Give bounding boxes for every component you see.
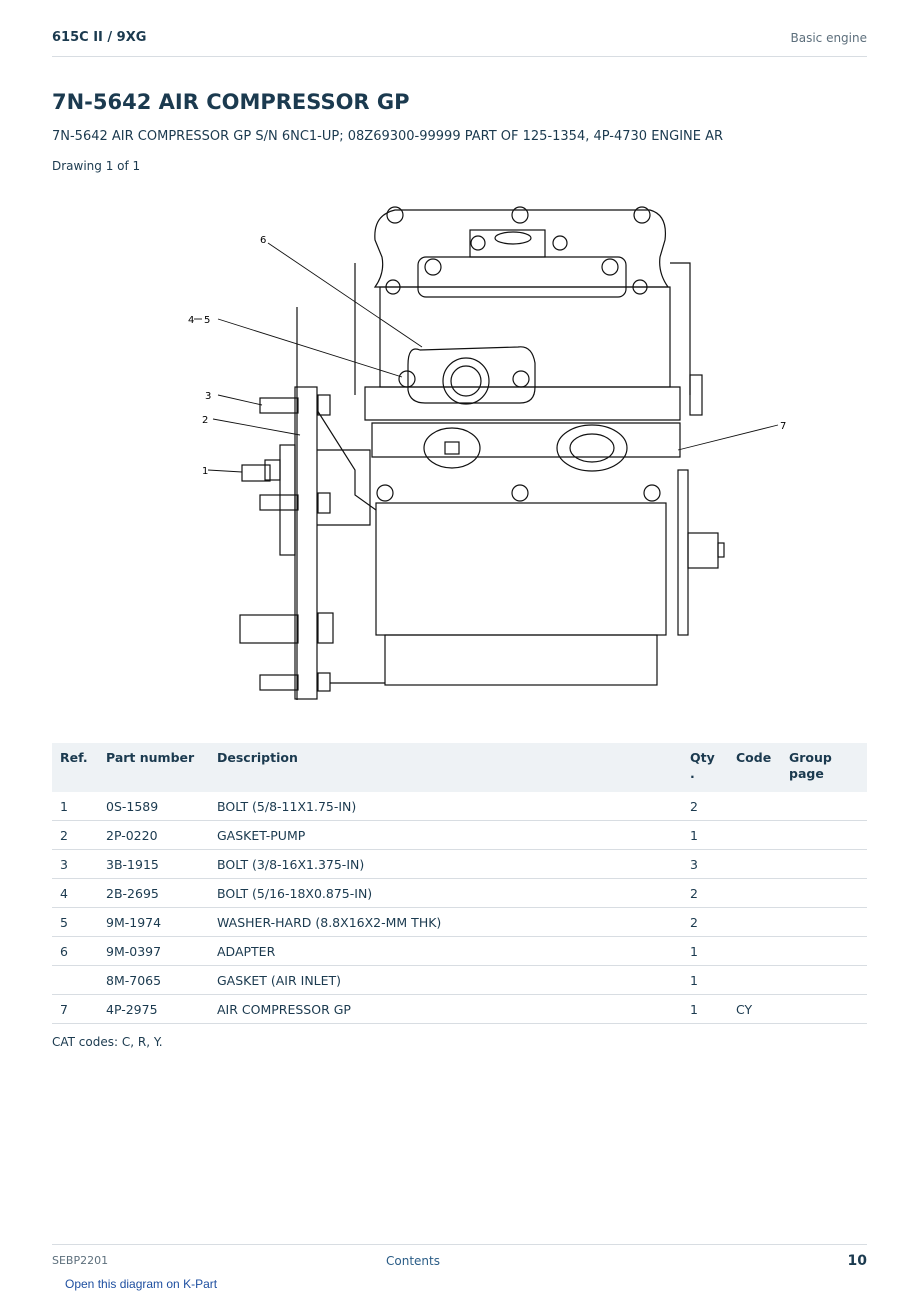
cell-code (728, 907, 781, 937)
callout-4: 4 (188, 315, 194, 326)
table-row: 6 9M-0397 ADAPTER 1 (52, 936, 867, 966)
cell-description: BOLT (5/16-18X0.875-IN) (209, 878, 682, 908)
flange-bolts (239, 394, 334, 692)
cell-group-page (781, 878, 867, 908)
callout-3: 3 (205, 391, 211, 402)
page-number: 10 (847, 1253, 867, 1269)
cell-qty: 2 (682, 792, 728, 821)
kpart-link[interactable]: Open this diagram on K-Part (65, 1277, 218, 1291)
header-part-number: Part number (98, 743, 209, 792)
cell-part-number: 9M-0397 (98, 936, 209, 966)
cell-description: AIR COMPRESSOR GP (209, 994, 682, 1024)
table-row: 7 4P-2975 AIR COMPRESSOR GP 1 CY (52, 994, 867, 1024)
cell-qty: 2 (682, 907, 728, 937)
callout-leaders (194, 242, 779, 473)
cell-code (728, 936, 781, 966)
header-qty-dot: . (690, 766, 695, 781)
cell-ref: 4 (52, 878, 98, 908)
cell-qty: 3 (682, 849, 728, 879)
drawing-count: Drawing 1 of 1 (52, 159, 141, 173)
page-subtitle: 7N-5642 AIR COMPRESSOR GP S/N 6NC1-UP; 0… (52, 129, 724, 144)
table-row: 2 2P-0220 GASKET-PUMP 1 (52, 820, 867, 850)
cell-code: CY (728, 994, 781, 1024)
header-description: Description (209, 743, 682, 792)
page-header: 615C II / 9XG Basic engine (52, 28, 867, 57)
cat-codes-note: CAT codes: C, R, Y. (52, 1035, 163, 1049)
header-group-label: Group (789, 750, 832, 765)
cell-ref (52, 965, 98, 995)
parts-table: Ref. Part number Description Qty. Code G… (52, 743, 867, 1024)
cell-ref: 2 (52, 820, 98, 850)
cell-part-number: 2B-2695 (98, 878, 209, 908)
model-label: 615C II / 9XG (52, 30, 147, 45)
top-bolts (385, 206, 651, 295)
cell-ref: 5 (52, 907, 98, 937)
cell-group-page (781, 849, 867, 879)
cell-description: BOLT (3/8-16X1.375-IN) (209, 849, 682, 879)
callout-7: 7 (780, 421, 786, 432)
cell-description: GASKET (AIR INLET) (209, 965, 682, 995)
cell-ref: 6 (52, 936, 98, 966)
table-row: 8M-7065 GASKET (AIR INLET) 1 (52, 965, 867, 995)
cell-part-number: 0S-1589 (98, 792, 209, 821)
cell-group-page (781, 994, 867, 1024)
cell-ref: 3 (52, 849, 98, 879)
cell-group-page (781, 792, 867, 821)
callout-6: 6 (260, 235, 266, 246)
section-label: Basic engine (790, 31, 867, 45)
contents-link[interactable]: Contents (386, 1254, 440, 1268)
cell-qty: 1 (682, 820, 728, 850)
header-qty-label: Qty (690, 750, 715, 765)
page-footer: SEBP2201 Contents 10 (52, 1244, 867, 1275)
cell-code (728, 849, 781, 879)
cell-ref: 7 (52, 994, 98, 1024)
cell-qty: 1 (682, 994, 728, 1024)
cell-code (728, 820, 781, 850)
cell-code (728, 965, 781, 995)
cell-description: ADAPTER (209, 936, 682, 966)
mid-bolts (376, 484, 661, 502)
cell-qty: 1 (682, 965, 728, 995)
header-page-label: page (789, 766, 824, 781)
cell-code (728, 878, 781, 908)
header-ref: Ref. (52, 743, 98, 792)
callout-5: 5 (204, 315, 210, 326)
cell-group-page (781, 820, 867, 850)
cell-part-number: 8M-7065 (98, 965, 209, 995)
table-row: 1 0S-1589 BOLT (5/8-11X1.75-IN) 2 (52, 792, 867, 821)
cell-part-number: 2P-0220 (98, 820, 209, 850)
header-code: Code (728, 743, 781, 792)
cell-description: GASKET-PUMP (209, 820, 682, 850)
cell-ref: 1 (52, 792, 98, 821)
cell-part-number: 9M-1974 (98, 907, 209, 937)
page-title: 7N-5642 AIR COMPRESSOR GP (52, 90, 410, 114)
table-row: 3 3B-1915 BOLT (3/8-16X1.375-IN) 3 (52, 849, 867, 879)
cell-part-number: 3B-1915 (98, 849, 209, 879)
cell-description: BOLT (5/8-11X1.75-IN) (209, 792, 682, 821)
document-number: SEBP2201 (52, 1254, 109, 1267)
cell-part-number: 4P-2975 (98, 994, 209, 1024)
cell-description: WASHER-HARD (8.8X16X2-MM THK) (209, 907, 682, 937)
cell-group-page (781, 965, 867, 995)
cell-qty: 1 (682, 936, 728, 966)
table-row: 4 2B-2695 BOLT (5/16-18X0.875-IN) 2 (52, 878, 867, 908)
cell-group-page (781, 907, 867, 937)
table-row: 5 9M-1974 WASHER-HARD (8.8X16X2-MM THK) … (52, 907, 867, 937)
cell-qty: 2 (682, 878, 728, 908)
cell-code (728, 792, 781, 821)
table-header-row: Ref. Part number Description Qty. Code G… (52, 743, 867, 792)
callout-1: 1 (202, 466, 208, 477)
cell-group-page (781, 936, 867, 966)
air-compressor-diagram: 6 4 5 3 2 1 7 (188, 206, 786, 700)
header-qty: Qty. (682, 743, 728, 792)
callout-2: 2 (202, 415, 208, 426)
